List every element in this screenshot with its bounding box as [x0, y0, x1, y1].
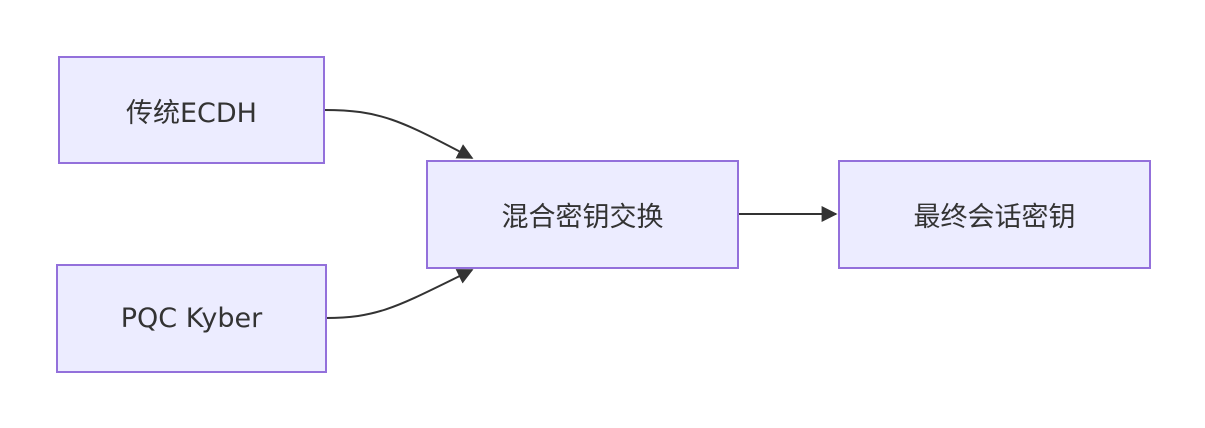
node-kyber-label: PQC Kyber	[120, 303, 263, 334]
node-ecdh: 传统ECDH	[58, 56, 325, 164]
edge-kyber-to-hybrid	[325, 269, 474, 319]
node-hybrid: 混合密钥交换	[426, 160, 739, 269]
node-session-label: 最终会话密钥	[913, 202, 1076, 233]
node-ecdh-label: 传统ECDH	[125, 97, 257, 129]
node-hybrid-label: 混合密钥交换	[501, 202, 664, 233]
node-session: 最终会话密钥	[838, 160, 1151, 269]
node-kyber: PQC Kyber	[56, 264, 327, 373]
edge-ecdh-to-hybrid	[323, 109, 474, 159]
